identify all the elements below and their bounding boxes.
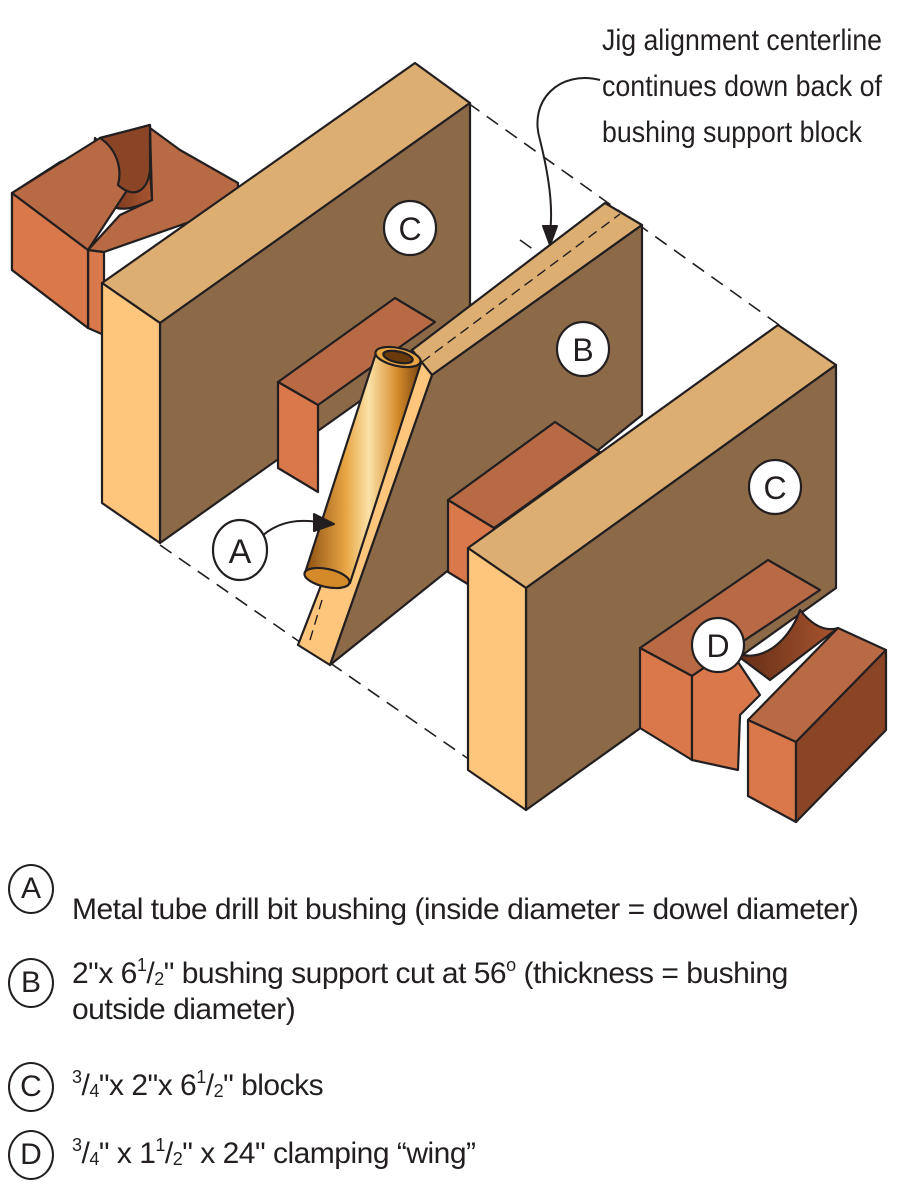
- label-a: A: [229, 533, 252, 571]
- legend-b-degree: o: [506, 955, 516, 975]
- legend-d-part-1: " x 1: [98, 1137, 156, 1170]
- legend-b-part-1: 2"x 6: [72, 957, 137, 990]
- label-circle-a: [211, 518, 269, 582]
- label-circle-b: [555, 320, 611, 378]
- legend-d-sub-2: 2: [172, 1149, 183, 1169]
- clamping-wing-back: [10, 123, 240, 337]
- legend-d-slash-2: /: [164, 1137, 173, 1170]
- callout-line-3: bushing support block: [602, 116, 863, 149]
- legend-text-c: 3/4"x 2"x 61/2" blocks: [72, 1068, 872, 1104]
- label-d: D: [706, 628, 729, 664]
- legend-c-slash-2: /: [205, 1069, 214, 1102]
- label-circle-d: [690, 616, 746, 674]
- legend-d-sub-1: 4: [89, 1149, 99, 1169]
- legend-text-a: Metal tube drill bit bushing (inside dia…: [72, 893, 859, 926]
- legend-c-sup-1: 3: [72, 1067, 82, 1087]
- legend-b-line-2: outside diameter): [72, 993, 296, 1026]
- legend-c-part-2: " blocks: [223, 1069, 324, 1102]
- legend-c-part-1: "x 2"x 6: [98, 1069, 197, 1102]
- legend-b-sup-1: 1: [136, 955, 147, 975]
- legend-c-sub-1: 4: [89, 1081, 99, 1101]
- clamping-wing-front: [638, 558, 888, 824]
- legend-c-sub-2: 2: [213, 1081, 224, 1101]
- legend-c-slash-1: /: [81, 1069, 90, 1102]
- legend-marker-d: D: [8, 1130, 54, 1180]
- brick-middle-back: [276, 296, 437, 494]
- legend-c-sup-2: 1: [196, 1067, 206, 1087]
- metal-tube-a: [303, 345, 423, 590]
- legend-b-part-2: " bushing support cut at 56: [163, 957, 507, 990]
- jig-diagram: C B C D A Jig alignment centerline conti…: [10, 24, 888, 824]
- callout-line-2: continues down back of: [602, 70, 883, 103]
- legend-marker-b: B: [8, 958, 54, 1008]
- label-c-right: C: [763, 470, 786, 506]
- legend-item-a: A Metal tube drill bit bushing (inside d…: [0, 864, 910, 938]
- legend-b-slash-1: /: [146, 957, 155, 990]
- callout-line-1: Jig alignment centerline: [602, 24, 882, 57]
- label-circle-c-left: [382, 199, 438, 257]
- legend-d-slash-1: /: [81, 1137, 90, 1170]
- legend-item-b: B 2"x 61/2" bushing support cut at 56o (…: [0, 950, 910, 1040]
- label-circle-c-right: [747, 458, 803, 516]
- legend-b-sub-1: 2: [154, 969, 164, 989]
- legend-marker-a: A: [8, 864, 54, 914]
- legend-d-part-2: " x 24" clamping “wing”: [182, 1137, 476, 1170]
- legend-item-d: D 3/4" x 11/2" x 24" clamping “wing”: [0, 1124, 910, 1194]
- legend-text-d: 3/4" x 11/2" x 24" clamping “wing”: [72, 1136, 872, 1172]
- legend-item-c: C 3/4"x 2"x 61/2" blocks: [0, 1056, 910, 1126]
- legend-b-part-3: (thickness = bushing: [515, 957, 788, 990]
- legend-d-sup-2: 1: [155, 1135, 165, 1155]
- label-b: B: [572, 332, 593, 368]
- legend-text-b: 2"x 61/2" bushing support cut at 56o (th…: [72, 956, 872, 1028]
- legend-d-sup-1: 3: [72, 1135, 82, 1155]
- legend-marker-c: C: [8, 1062, 54, 1112]
- label-c-left: C: [398, 211, 421, 247]
- callout-arrow-centerline: [536, 77, 601, 246]
